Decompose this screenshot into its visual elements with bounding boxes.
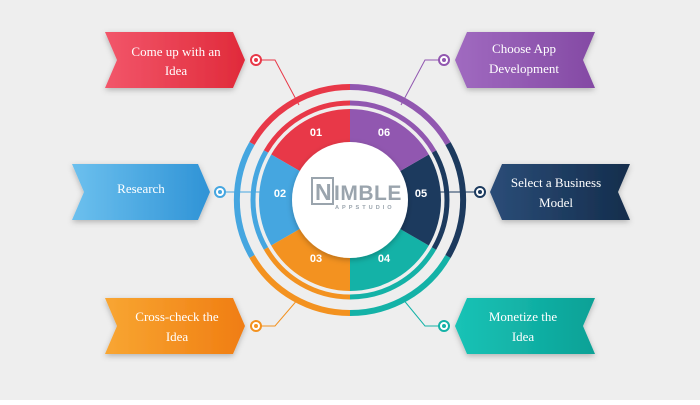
ribbon-01: Come up with an Idea [105, 32, 245, 88]
middle-ring [250, 100, 450, 300]
step-number-03: 03 [310, 253, 322, 265]
step-label-02-line1: Research [117, 181, 165, 196]
segment-05 [393, 154, 441, 246]
connectors [214, 54, 486, 332]
brand-logo-name: IMBLE [334, 182, 402, 205]
segment-06 [350, 109, 429, 175]
step-label-06-line1: Choose App [492, 41, 556, 56]
ribbon-02: Research [72, 164, 210, 220]
ribbon-04: Monetize the Idea [455, 298, 595, 354]
step-label-04-line1: Monetize the [489, 309, 557, 324]
step-label-04-line2: Idea [512, 329, 535, 344]
step-label-05-line2: Model [539, 195, 573, 210]
step-label-03-line1: Cross-check the [135, 309, 219, 324]
segment-01 [271, 109, 350, 175]
step-label-05-line1: Select a Business [511, 175, 601, 190]
step-number-01: 01 [310, 127, 322, 139]
step-label-03-line2: Idea [166, 329, 189, 344]
brand-logo: N IMBLE APPSTUDIO [311, 177, 402, 211]
center-circle [292, 142, 408, 258]
step-number-02: 02 [274, 188, 286, 200]
segment-ring [259, 109, 441, 291]
segment-04 [350, 225, 429, 291]
ribbon-06: Choose App Development [455, 32, 595, 88]
step-number-04: 04 [378, 253, 391, 265]
ribbon-03: Cross-check the Idea [105, 298, 245, 354]
outer-ring [233, 83, 467, 317]
segment-03 [271, 225, 350, 291]
brand-logo-tagline: APPSTUDIO [335, 205, 395, 211]
brand-logo-mark: N [315, 179, 332, 205]
ribbon-05: Select a Business Model [490, 164, 630, 220]
step-label-01-line1: Come up with an [131, 44, 221, 59]
step-number-06: 06 [378, 127, 390, 139]
step-number-05: 05 [415, 188, 427, 200]
step-label-06-line2: Development [489, 61, 559, 76]
segment-02 [259, 154, 307, 246]
step-label-01-line2: Idea [165, 63, 188, 78]
